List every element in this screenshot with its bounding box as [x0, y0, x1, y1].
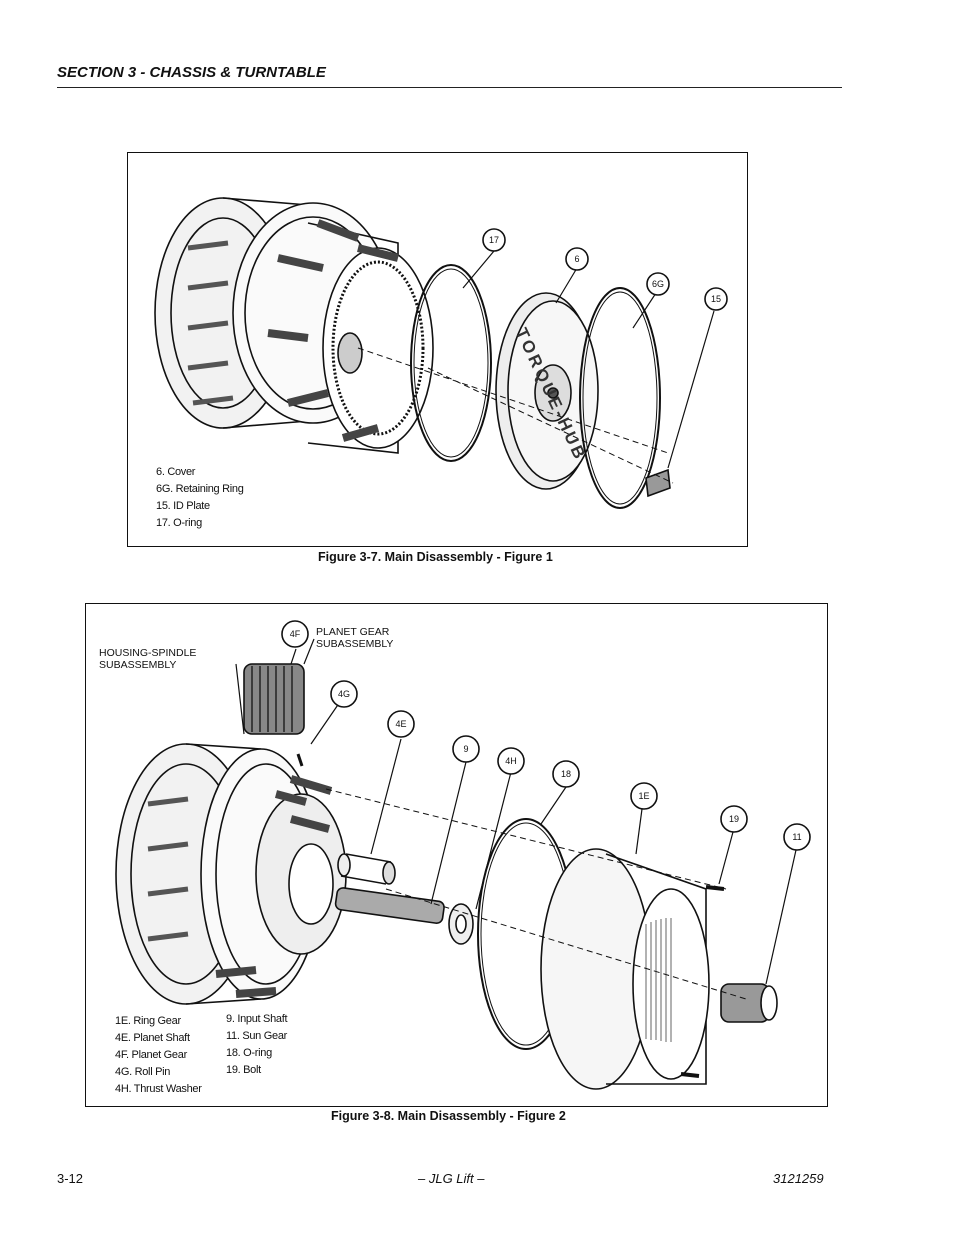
figure-1: 17 6 6G 15 TORQUE-HUB 6. Cover 6G. Retai… — [127, 152, 748, 547]
figure-1-legend: 6. Cover 6G. Retaining Ring 15. ID Plate… — [156, 464, 244, 532]
callout-11: 11 — [792, 832, 801, 842]
callout-9: 9 — [463, 744, 468, 754]
figure-1-illustration: 17 6 6G 15 TORQUE-HUB — [154, 197, 728, 509]
figure-2: 4F 4G 4E 9 4H 18 1E 19 11 HOUSING-SPINDL… — [85, 603, 828, 1107]
callout-1e: 1E — [638, 791, 649, 801]
figure-2-legend-left: 1E. Ring Gear 4E. Planet Shaft 4F. Plane… — [115, 1013, 202, 1098]
legend-item: 19. Bolt — [226, 1064, 261, 1076]
legend-item: 1E. Ring Gear — [115, 1015, 181, 1027]
figure-2-illustration: 4F 4G 4E 9 4H 18 1E 19 11 — [115, 620, 811, 1090]
callout-4f: 4F — [290, 629, 301, 639]
legend-item: 17. O-ring — [156, 517, 202, 529]
legend-item: 4F. Planet Gear — [115, 1049, 187, 1061]
callout-19: 19 — [729, 814, 739, 824]
callout-6: 6 — [574, 254, 579, 264]
callout-6g: 6G — [652, 279, 664, 289]
callout-4g: 4G — [338, 689, 350, 699]
callout-4h: 4H — [505, 756, 517, 766]
footer-publisher: – JLG Lift – — [418, 1171, 485, 1186]
housing-spindle-label: HOUSING-SPINDLE SUBASSEMBLY — [99, 647, 197, 671]
callout-15: 15 — [711, 294, 721, 304]
section-header: SECTION 3 - CHASSIS & TURNTABLE — [57, 64, 842, 88]
legend-item: 4E. Planet Shaft — [115, 1032, 190, 1044]
legend-item: 4H. Thrust Washer — [115, 1083, 202, 1095]
figure-2-caption: Figure 3-8. Main Disassembly - Figure 2 — [331, 1109, 566, 1123]
legend-item: 6G. Retaining Ring — [156, 483, 244, 495]
figure-1-caption: Figure 3-7. Main Disassembly - Figure 1 — [318, 550, 553, 564]
callout-4e: 4E — [395, 719, 406, 729]
legend-item: 15. ID Plate — [156, 500, 210, 512]
figure-2-legend-right: 9. Input Shaft 11. Sun Gear 18. O-ring 1… — [226, 1011, 288, 1079]
legend-item: 11. Sun Gear — [226, 1030, 288, 1042]
page-number: 3-12 — [57, 1171, 84, 1186]
legend-item: 9. Input Shaft — [226, 1013, 288, 1025]
document-number: 3121259 — [773, 1171, 824, 1186]
legend-item: 4G. Roll Pin — [115, 1066, 171, 1078]
planet-gear-label: PLANET GEAR SUBASSEMBLY — [316, 626, 394, 650]
callout-18: 18 — [561, 769, 571, 779]
callout-17: 17 — [489, 235, 499, 245]
legend-item: 6. Cover — [156, 466, 196, 478]
legend-item: 18. O-ring — [226, 1047, 272, 1059]
